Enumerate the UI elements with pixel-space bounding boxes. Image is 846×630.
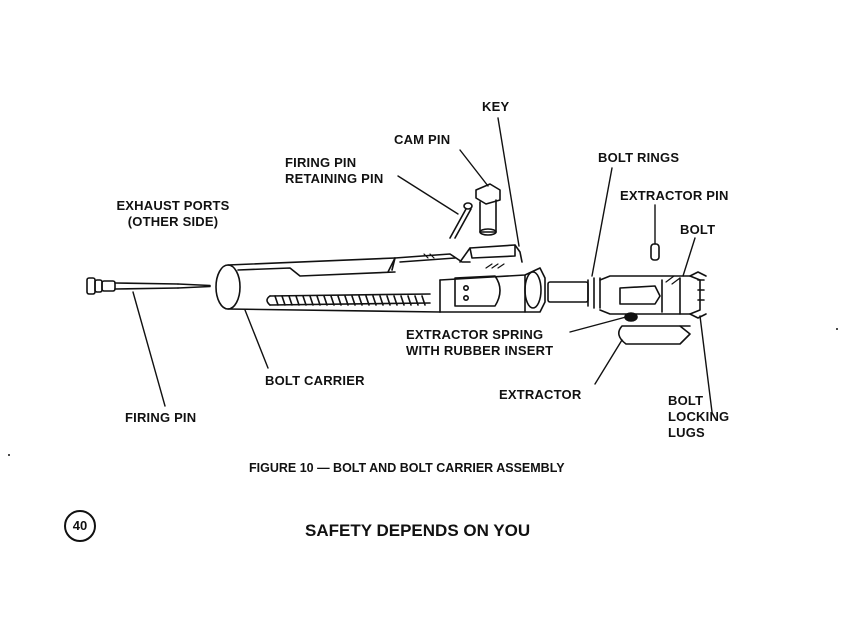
figure-caption: FIGURE 10 — BOLT AND BOLT CARRIER ASSEMB… bbox=[249, 461, 565, 475]
label-bolt-locking-lugs: BOLT LOCKING LUGS bbox=[668, 393, 729, 441]
label-key: KEY bbox=[482, 99, 510, 114]
label-bolt-rings: BOLT RINGS bbox=[598, 150, 680, 165]
label-bolt: BOLT bbox=[680, 222, 716, 237]
footer-slogan: SAFETY DEPENDS ON YOU bbox=[305, 521, 531, 540]
label-firing-pin-retaining-pin: FIRING PIN RETAINING PIN bbox=[285, 155, 383, 187]
label-extractor: EXTRACTOR bbox=[499, 387, 582, 402]
label-cam-pin: CAM PIN bbox=[394, 132, 451, 147]
label-exhaust-ports-line-1: EXHAUST PORTS bbox=[116, 198, 230, 213]
leader-lines bbox=[132, 117, 713, 413]
label-exhaust-ports-line-2: (OTHER SIDE) bbox=[127, 214, 219, 229]
label-extractor-spring: EXTRACTOR SPRING WITH RUBBER INSERT bbox=[406, 327, 553, 359]
label-extractor-pin: EXTRACTOR PIN bbox=[620, 188, 729, 203]
label-extractor-spring-line-2: WITH RUBBER INSERT bbox=[406, 343, 554, 358]
label-bolt-locking-lugs-line-2: LOCKING bbox=[668, 409, 730, 424]
cam-pin-part bbox=[475, 183, 501, 236]
bolt-carrier-part bbox=[215, 244, 546, 313]
extractor-pin-part bbox=[650, 243, 660, 261]
label-bolt-locking-lugs-line-3: LUGS bbox=[668, 425, 705, 440]
firing-pin-part bbox=[86, 277, 211, 295]
label-bolt-locking-lugs-line-1: BOLT bbox=[668, 393, 704, 408]
label-exhaust-ports: EXHAUST PORTS (OTHER SIDE) bbox=[108, 198, 238, 230]
page-number: 40 bbox=[64, 510, 96, 542]
label-firing-pin-retaining-pin-line-2: RETAINING PIN bbox=[285, 171, 384, 186]
extractor-spring-part bbox=[624, 312, 638, 322]
label-firing-pin: FIRING PIN bbox=[125, 410, 197, 425]
label-firing-pin-retaining-pin-line-1: FIRING PIN bbox=[285, 155, 357, 170]
label-bolt-carrier: BOLT CARRIER bbox=[265, 373, 365, 388]
label-extractor-spring-line-1: EXTRACTOR SPRING bbox=[406, 327, 544, 342]
bolt-part bbox=[547, 271, 707, 319]
extractor-part bbox=[618, 325, 691, 345]
retaining-pin-part bbox=[449, 202, 473, 239]
